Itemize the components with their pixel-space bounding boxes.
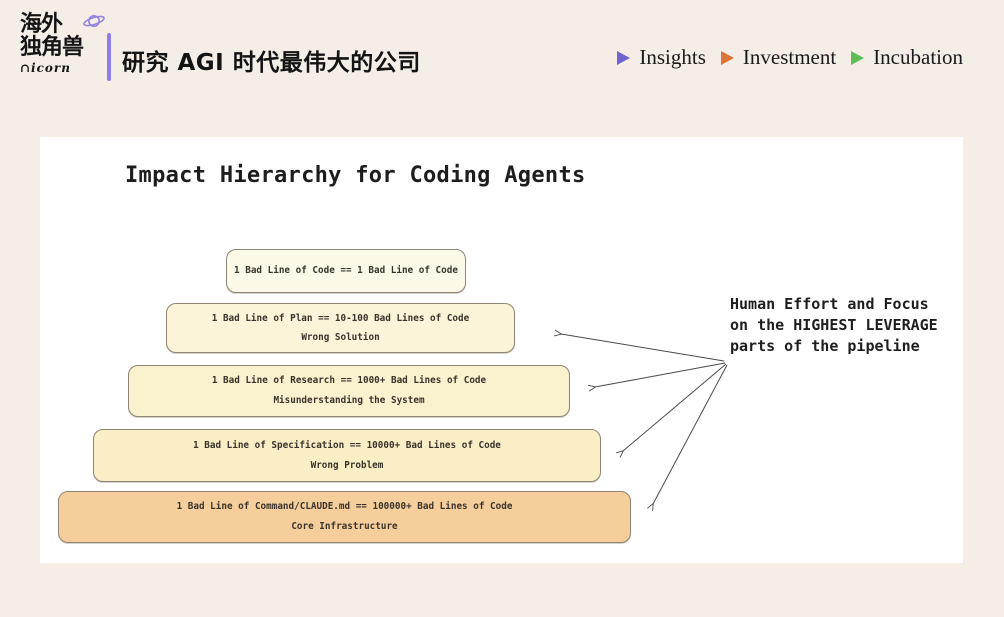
- annotation-line: on the HIGHEST LEVERAGE: [730, 316, 938, 334]
- level-sublabel: Misunderstanding the System: [273, 395, 425, 407]
- level-label: 1 Bad Line of Specification == 10000+ Ba…: [193, 439, 501, 451]
- pyramid-level-5: 1 Bad Line of Command/CLAUDE.md == 10000…: [58, 491, 631, 543]
- logo-script-text: ∩icorn: [20, 60, 71, 75]
- level-label: 1 Bad Line of Research == 1000+ Bad Line…: [211, 375, 487, 387]
- diagram-card: Impact Hierarchy for Coding Agents 1 Bad…: [40, 137, 963, 563]
- logo-text-zh-2: 独角兽: [20, 34, 84, 60]
- nav-label: Insights: [639, 45, 706, 69]
- pyramid-level-2: 1 Bad Line of Plan == 10-100 Bad Lines o…: [166, 303, 515, 353]
- logo[interactable]: 海外 独角兽 ∩icorn: [20, 12, 112, 75]
- level-sublabel: Core Infrastructure: [291, 521, 398, 533]
- nav-item-incubation[interactable]: Incubation: [851, 45, 963, 70]
- pyramid-level-3: 1 Bad Line of Research == 1000+ Bad Line…: [128, 365, 570, 417]
- play-triangle-icon: [851, 50, 865, 65]
- level-sublabel: Wrong Problem: [310, 459, 384, 471]
- nav-item-insights[interactable]: Insights: [617, 45, 706, 70]
- level-label: 1 Bad Line of Command/CLAUDE.md == 10000…: [176, 501, 513, 513]
- logo-line-2: 独角兽: [20, 34, 112, 60]
- diagram-title: Impact Hierarchy for Coding Agents: [125, 163, 586, 188]
- site-header: 海外 独角兽 ∩icorn 研究 AGI 时代最伟大的公司 Insights: [0, 0, 1004, 137]
- level-label: 1 Bad Line of Code == 1 Bad Line of Code: [234, 265, 458, 277]
- level-sublabel: Wrong Solution: [301, 331, 380, 343]
- nav-label: Incubation: [873, 45, 963, 69]
- play-triangle-icon: [617, 50, 631, 65]
- header-tagline: 研究 AGI 时代最伟大的公司: [122, 50, 421, 76]
- pyramid-level-4: 1 Bad Line of Specification == 10000+ Ba…: [93, 429, 601, 482]
- nav-item-investment[interactable]: Investment: [720, 45, 837, 70]
- logo-text-zh-1: 海外: [20, 12, 63, 37]
- logo-line-1: 海外: [20, 12, 112, 37]
- play-triangle-icon: [720, 50, 734, 65]
- header-nav: Insights Investment Incubation: [617, 45, 963, 70]
- header-divider: [107, 33, 111, 81]
- level-label: 1 Bad Line of Plan == 10-100 Bad Lines o…: [211, 312, 470, 324]
- nav-label: Investment: [742, 45, 837, 69]
- annotation-line: parts of the pipeline: [730, 337, 920, 355]
- pyramid-level-1: 1 Bad Line of Code == 1 Bad Line of Code: [226, 249, 466, 293]
- annotation-text: Human Effort and Focus on the HIGHEST LE…: [730, 294, 938, 357]
- saturn-icon: [83, 15, 105, 27]
- annotation-line: Human Effort and Focus: [730, 295, 929, 313]
